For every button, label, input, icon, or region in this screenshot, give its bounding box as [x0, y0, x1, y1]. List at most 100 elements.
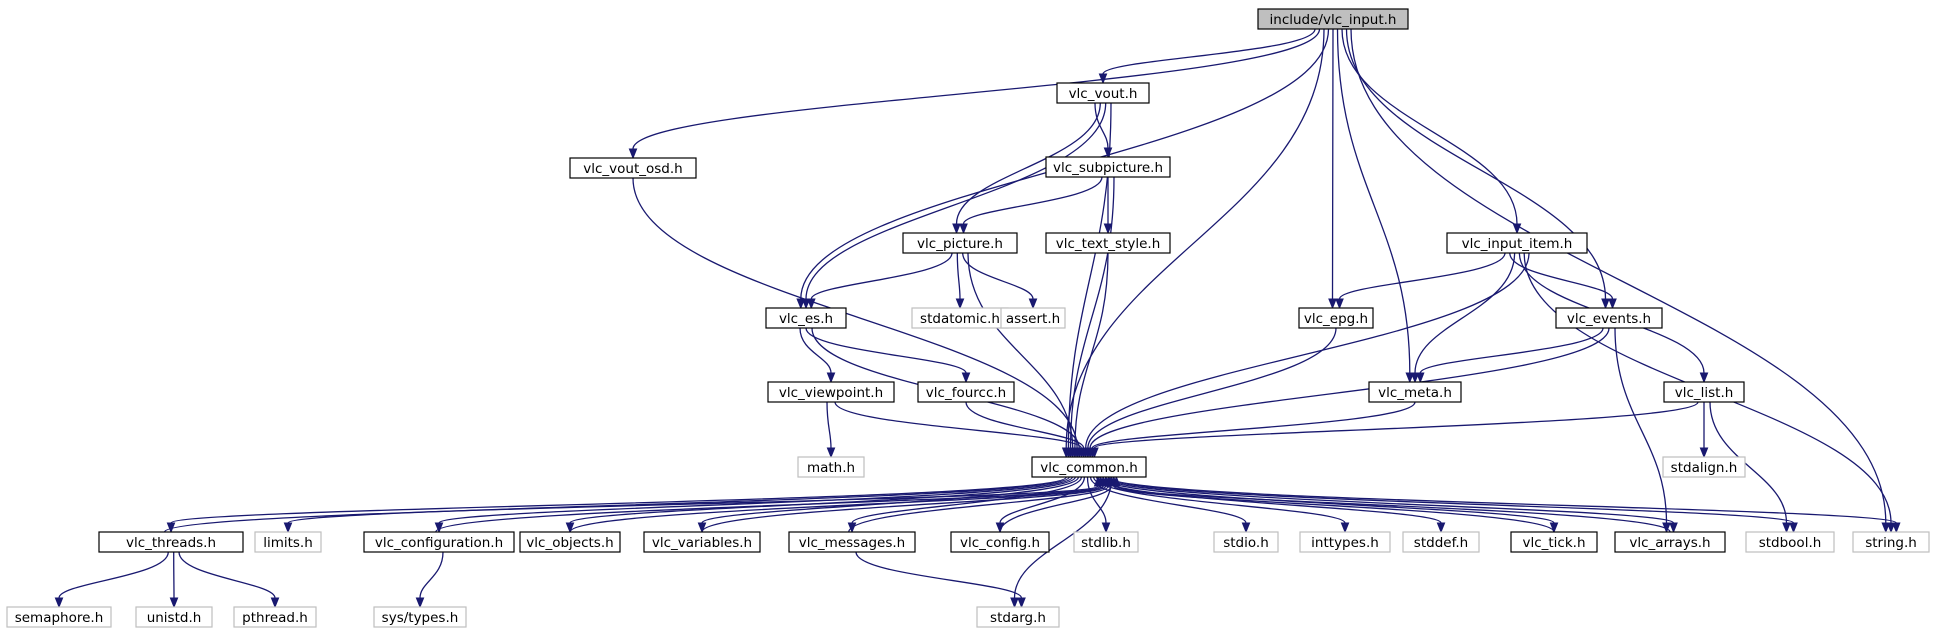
edge-line [287, 476, 1070, 524]
edge-arrowhead [1669, 522, 1678, 534]
edge-arrowhead [1335, 298, 1344, 310]
node-vout[interactable]: vlc_vout.h [1056, 82, 1150, 104]
node-label: vlc_vout.h [1069, 86, 1138, 102]
node-box [254, 531, 322, 553]
node-label: stdbool.h [1759, 535, 1822, 551]
node-label: semaphore.h [15, 610, 104, 626]
node-label: vlc_events.h [1567, 311, 1651, 327]
node-box [1663, 381, 1745, 403]
edge-root-to-vout [1098, 28, 1316, 85]
edge-list-to-stdalign [1699, 402, 1709, 459]
node-box [1031, 456, 1147, 478]
edge-line [810, 252, 953, 300]
node-root[interactable]: include/vlc_input.h [1257, 8, 1409, 30]
node-tick[interactable]: vlc_tick.h [1510, 531, 1598, 553]
node-box [643, 531, 761, 553]
node-objects[interactable]: vlc_objects.h [519, 531, 621, 553]
node-meta[interactable]: vlc_meta.h [1368, 381, 1462, 403]
node-fourcc[interactable]: vlc_fourcc.h [917, 381, 1015, 403]
edge-arrowhead [1789, 522, 1798, 534]
node-box [767, 381, 895, 403]
node-stdlib: stdlib.h [1073, 531, 1139, 553]
edge-line [569, 485, 1104, 533]
node-arrays[interactable]: vlc_arrays.h [1614, 531, 1726, 553]
node-box [788, 531, 916, 553]
node-label: assert.h [1006, 311, 1060, 327]
node-box [98, 531, 244, 553]
edge-arrowhead [1699, 447, 1709, 459]
node-box [569, 157, 697, 179]
edge-line [701, 485, 1107, 533]
edge-line [58, 551, 169, 599]
node-label: vlc_common.h [1040, 460, 1138, 476]
node-text-style[interactable]: vlc_text_style.h [1045, 232, 1171, 254]
edge-line [956, 252, 961, 300]
node-box [1368, 381, 1462, 403]
edge-line [1105, 476, 1795, 524]
node-stdarg: stdarg.h [976, 606, 1060, 628]
edge-arrowhead [1891, 522, 1901, 534]
node-stdio: stdio.h [1213, 531, 1279, 553]
node-input-item[interactable]: vlc_input_item.h [1446, 232, 1588, 254]
node-label: vlc_vout_osd.h [583, 161, 682, 177]
edge-arrowhead [1101, 522, 1111, 534]
node-label: vlc_picture.h [917, 236, 1003, 252]
edge-common-to-stdbool [1105, 476, 1798, 534]
edge-line [1065, 28, 1325, 449]
edge-root-to-epg [1328, 28, 1337, 310]
node-label: vlc_list.h [1675, 385, 1734, 401]
edge-line [1074, 252, 1109, 449]
node-variables[interactable]: vlc_variables.h [643, 531, 761, 553]
edge-subpicture-to-picture [959, 176, 1103, 235]
node-events[interactable]: vlc_events.h [1555, 307, 1663, 329]
node-viewpoint[interactable]: vlc_viewpoint.h [767, 381, 895, 403]
node-config[interactable]: vlc_config.h [950, 531, 1050, 553]
edge-arrowhead [1112, 475, 1121, 487]
node-box [1446, 232, 1588, 254]
edge-arrowhead [1017, 597, 1026, 609]
node-box [765, 307, 847, 329]
edge-line [799, 327, 832, 374]
node-list[interactable]: vlc_list.h [1663, 381, 1745, 403]
node-box [519, 531, 621, 553]
node-label: math.h [807, 460, 855, 476]
node-picture[interactable]: vlc_picture.h [902, 232, 1018, 254]
edge-arrowhead [1549, 522, 1559, 534]
node-label: stdalign.h [1671, 460, 1738, 476]
edge-line [435, 485, 1102, 533]
node-box [1000, 307, 1066, 329]
node-box [1056, 82, 1150, 104]
node-common[interactable]: vlc_common.h [1031, 456, 1147, 478]
nodes-layer: include/vlc_input.h vlc_vout.h vlc_vout_os… [6, 8, 1930, 628]
edge-root-to-vout_osd [628, 28, 1321, 160]
node-label: limits.h [263, 535, 313, 551]
edge-picture-to-stdatomic [955, 252, 965, 310]
node-pthread: pthread.h [233, 606, 317, 628]
edge-arrowhead [1028, 298, 1038, 310]
edge-line [805, 102, 1107, 300]
edge-root-to-events [1345, 28, 1610, 310]
node-box [233, 606, 317, 628]
edge-subpicture-to-text_style [1103, 177, 1113, 235]
edge-line [1098, 476, 1555, 524]
edge-line [1093, 401, 1699, 449]
node-subpicture[interactable]: vlc_subpicture.h [1045, 156, 1171, 178]
edge-list-to-common [1090, 401, 1699, 459]
node-box [1213, 531, 1279, 553]
node-threads[interactable]: vlc_threads.h [98, 531, 244, 553]
edge-line [1089, 327, 1610, 449]
node-vout-osd[interactable]: vlc_vout_osd.h [569, 157, 697, 179]
edge-common-to-arrays [1102, 476, 1678, 534]
edge-common-to-threads [166, 476, 1067, 534]
node-epg[interactable]: vlc_epg.h [1298, 307, 1374, 329]
node-messages[interactable]: vlc_messages.h [788, 531, 916, 553]
node-box [1045, 156, 1171, 178]
edge-line [1336, 28, 1411, 374]
node-configuration[interactable]: vlc_configuration.h [363, 531, 515, 553]
node-label: vlc_config.h [960, 535, 1040, 551]
edge-line [999, 476, 1086, 524]
node-es[interactable]: vlc_es.h [765, 307, 847, 329]
edge-arrowhead [1699, 372, 1709, 384]
edge-arrowhead [434, 522, 444, 534]
